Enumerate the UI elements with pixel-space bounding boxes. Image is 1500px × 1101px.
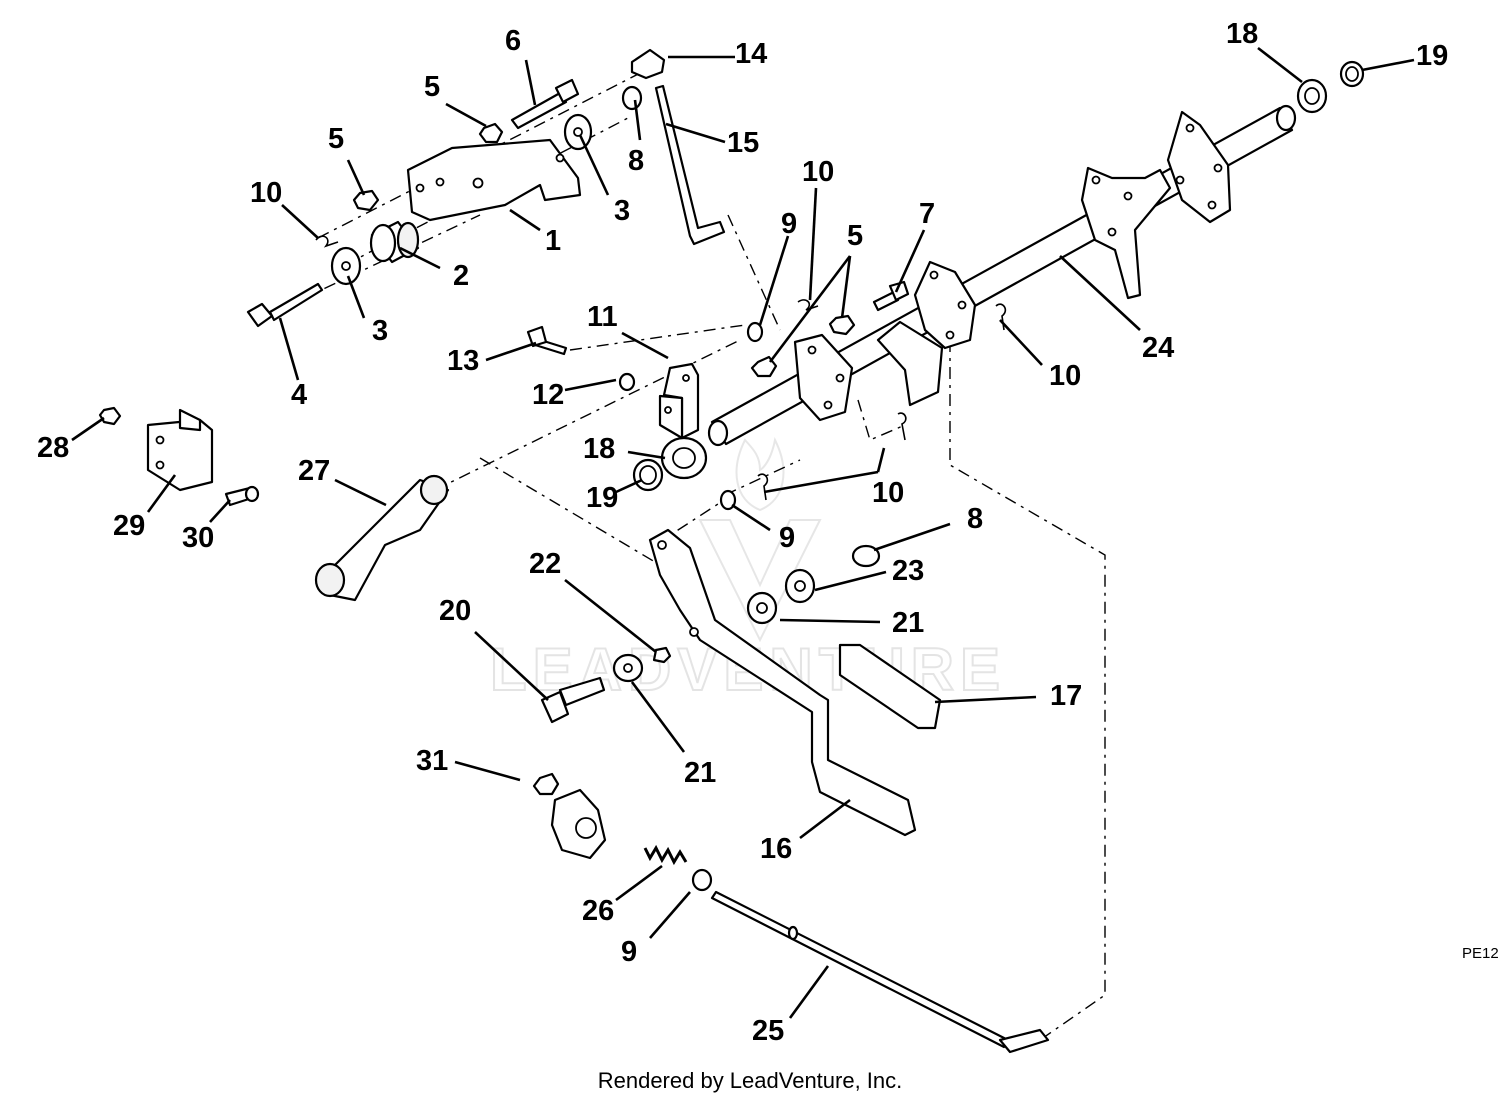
- callout-8: 8: [628, 145, 644, 177]
- callout-12: 12: [532, 379, 564, 411]
- callout-3: 3: [614, 195, 630, 227]
- callout-10: 10: [250, 177, 282, 209]
- lock-washer-part-12: [618, 372, 636, 392]
- callout-16: 16: [760, 833, 792, 865]
- retaining-ring-part-19: [632, 60, 1365, 492]
- bolt-part-13: [526, 325, 568, 356]
- callout-4: 4: [291, 379, 307, 411]
- callout-15: 15: [727, 127, 759, 159]
- bolt-part-4: [246, 282, 324, 328]
- callout-29: 29: [113, 510, 145, 542]
- callout-7: 7: [919, 198, 935, 230]
- callout-21: 21: [892, 607, 924, 639]
- callout-24: 24: [1142, 332, 1174, 364]
- washer-part-21: [612, 591, 778, 683]
- bolt-part-20: [540, 676, 606, 724]
- washer-part-23: [784, 568, 816, 604]
- callout-17: 17: [1050, 680, 1082, 712]
- washer-part-3: [330, 113, 593, 286]
- rod-part-15: [654, 84, 726, 246]
- callout-10: 10: [872, 477, 904, 509]
- callout-10: 10: [802, 156, 834, 188]
- callout-30: 30: [182, 522, 214, 554]
- callout-28: 28: [37, 432, 69, 464]
- callout-27: 27: [298, 455, 330, 487]
- pedal-pad-part-17: [838, 643, 942, 730]
- callout-13: 13: [447, 345, 479, 377]
- callout-18: 18: [1226, 18, 1258, 50]
- callout-25: 25: [752, 1015, 784, 1047]
- screw-part-30: [224, 485, 260, 507]
- nut-part-22: [652, 646, 672, 664]
- bracket-part-1: [406, 138, 582, 222]
- callout-26: 26: [582, 895, 614, 927]
- callout-5: 5: [424, 71, 440, 103]
- pin-part-7: [872, 280, 910, 312]
- callout-14: 14: [735, 38, 767, 70]
- callout-3: 3: [372, 315, 388, 347]
- callout-20: 20: [439, 595, 471, 627]
- lever-part-27: [314, 474, 450, 602]
- callout-5: 5: [847, 220, 863, 252]
- bolt-part-6: [510, 78, 580, 130]
- drawing-code: PE12: [1462, 945, 1499, 962]
- leader-lines: [71, 46, 1415, 1019]
- bushing-part-18: [660, 78, 1328, 480]
- callout-10: 10: [1049, 360, 1081, 392]
- nut-part-28: [98, 406, 122, 426]
- spring-part-26: [643, 844, 688, 866]
- callout-31: 31: [416, 745, 448, 777]
- gear-assembly-part-31: [532, 772, 607, 860]
- assembly-lines: [299, 67, 1106, 1041]
- callout-23: 23: [892, 555, 924, 587]
- swivel-part-14: [630, 48, 666, 80]
- footer-credit: Rendered by LeadVenture, Inc.: [598, 1068, 903, 1093]
- callout-9: 9: [781, 208, 797, 240]
- rod-part-25: [710, 890, 1050, 1054]
- callout-11: 11: [587, 301, 618, 333]
- callout-labels: 1 2 3 3 4 5 5 5 6 7 8 8 9 9 9 10 10 10 1…: [37, 18, 1448, 1047]
- spacer-part-2: [369, 220, 420, 264]
- cross-shaft-part-24: [707, 104, 1297, 447]
- callout-6: 6: [505, 25, 521, 57]
- callout-19: 19: [586, 482, 618, 514]
- callout-21: 21: [684, 757, 716, 789]
- callout-1: 1: [545, 225, 561, 257]
- pedal-arm-part-16: [648, 528, 917, 837]
- callout-2: 2: [453, 260, 469, 292]
- bracket-part-11: [658, 362, 700, 440]
- callout-5: 5: [328, 123, 344, 155]
- callout-8: 8: [967, 503, 983, 535]
- callout-18: 18: [583, 433, 615, 465]
- callout-22: 22: [529, 548, 561, 580]
- washer-part-9: [691, 321, 764, 892]
- callout-19: 19: [1416, 40, 1448, 72]
- callout-9: 9: [779, 522, 795, 554]
- hair-pin-part-10: [315, 235, 1007, 501]
- callout-9: 9: [621, 936, 637, 968]
- switch-part-29: [146, 408, 214, 492]
